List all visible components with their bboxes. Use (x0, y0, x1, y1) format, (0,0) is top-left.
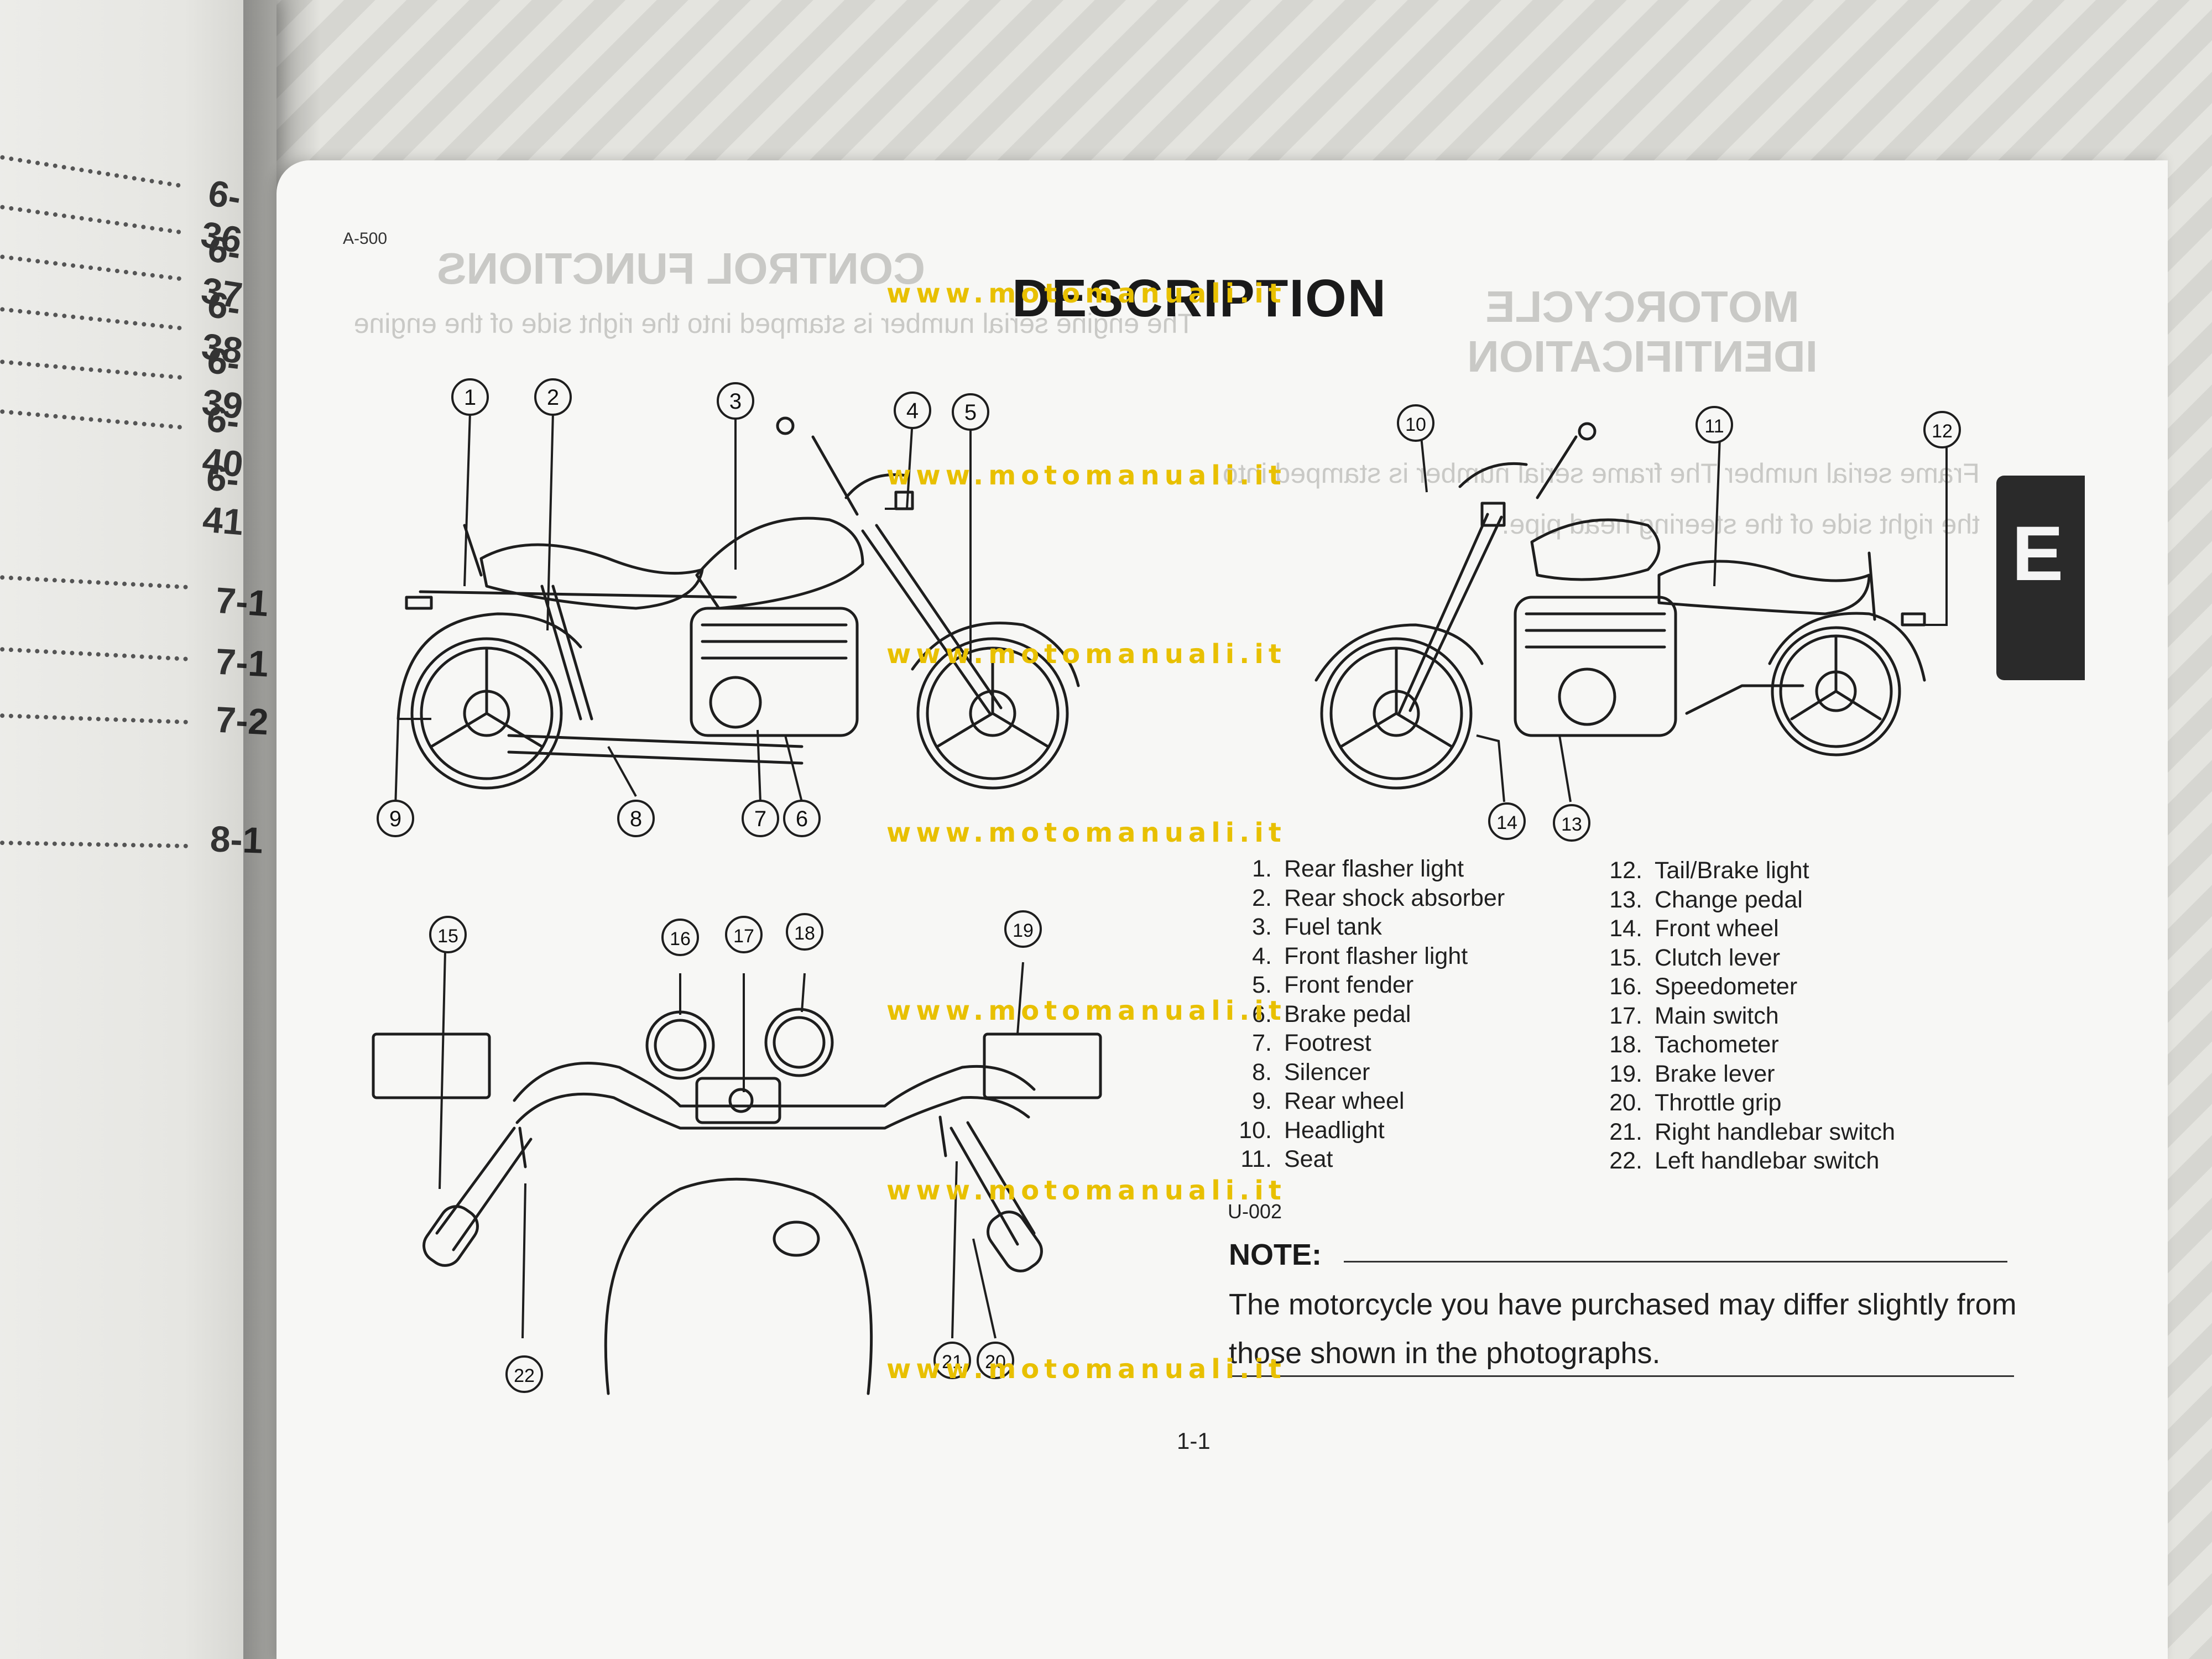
note-code: U-002 (1228, 1200, 1282, 1223)
callout-12 (1923, 411, 1961, 448)
note-rule-top (1344, 1261, 2007, 1262)
callout-5 (952, 393, 989, 431)
callout-label: 2 (547, 385, 559, 410)
callout-label: 20 (985, 1352, 1006, 1373)
list-item: 21.Right handlebar switch (1609, 1118, 1896, 1145)
callout-label: 18 (794, 923, 815, 944)
list-item: 14.Front wheel (1609, 915, 1779, 942)
note-rule-bottom (1229, 1375, 2014, 1377)
callout-1 (451, 378, 489, 416)
left-page: 6-36 6-37 6-38 6-39 6-40 6-41 7-1 7-1 7-… (0, 0, 276, 1659)
list-item: 11.Seat (1240, 1146, 1333, 1172)
parts-list-left: 1.Rear flasher light 2.Rear shock absorb… (1211, 854, 1505, 1174)
list-item: 20.Throttle grip (1609, 1089, 1782, 1116)
callout-7 (742, 800, 779, 837)
callout-3 (717, 382, 754, 420)
parts-list-right: 12.Tail/Brake light 13.Change pedal 14.F… (1582, 856, 1895, 1176)
callout-label: 17 (733, 926, 754, 947)
callout-label: 5 (964, 400, 977, 425)
callout-13 (1553, 804, 1590, 842)
callout-9 (377, 800, 414, 837)
callout-label: 12 (1932, 421, 1953, 442)
motorcycle-right-view (1314, 422, 1926, 790)
section-tab-letter: E (2012, 510, 2064, 597)
callout-label: 6 (796, 807, 808, 831)
list-item: 13.Change pedal (1609, 886, 1803, 913)
callout-20 (977, 1342, 1014, 1379)
callout-label: 21 (942, 1352, 963, 1373)
callout-label: 15 (437, 926, 458, 947)
callout-6 (783, 800, 821, 837)
callout-21 (933, 1342, 971, 1379)
list-item: 12.Tail/Brake light (1609, 857, 1809, 884)
list-item: 7.Footrest (1252, 1030, 1371, 1056)
list-item: 3.Fuel tank (1252, 914, 1382, 940)
page-title: DESCRIPTION (1012, 269, 1387, 328)
callout-14 (1488, 802, 1526, 840)
callout-17 (725, 916, 763, 953)
callout-16 (661, 919, 699, 956)
motorcycle-left-view (397, 416, 1080, 790)
callout-label: 19 (1013, 920, 1034, 941)
list-item: 8.Silencer (1252, 1058, 1370, 1086)
list-item: 18.Tachometer (1609, 1031, 1779, 1058)
callout-label: 10 (1405, 414, 1426, 435)
list-item: 5.Front fender (1252, 972, 1414, 998)
list-item: 17.Main switch (1609, 1002, 1779, 1029)
callout-18 (786, 913, 823, 951)
callout-label: 1 (464, 385, 476, 410)
callout-label: 13 (1561, 814, 1582, 835)
callout-label: 7 (754, 807, 766, 831)
callout-4 (894, 392, 931, 429)
list-item: 9.Rear wheel (1252, 1088, 1405, 1114)
section-tab: E (1996, 476, 2085, 680)
callout-label: 4 (906, 399, 919, 423)
callout-label: 11 (1704, 416, 1724, 437)
callout-19 (1004, 910, 1042, 948)
list-item: 1.Rear flasher light (1252, 855, 1464, 882)
callout-2 (534, 378, 572, 416)
list-item: 16.Speedometer (1609, 973, 1798, 1000)
callout-15 (429, 916, 467, 953)
list-item: 22.Left handlebar switch (1609, 1147, 1880, 1174)
watermark: www.motomanuali.it (886, 278, 1286, 309)
note-text: The motorcycle you have purchased may di… (1229, 1288, 2017, 1370)
callout-8 (617, 800, 655, 837)
callout-label: 8 (630, 807, 642, 831)
list-item: 10.Headlight (1239, 1117, 1385, 1144)
callout-label: 3 (729, 389, 742, 414)
list-item: 2.Rear shock absorber (1252, 884, 1505, 911)
list-item: 19.Brake lever (1609, 1060, 1775, 1087)
list-item: 15.Clutch lever (1609, 944, 1781, 971)
list-item: 4.Front flasher light (1252, 942, 1468, 969)
watermark: www.motomanuali.it (886, 639, 1286, 670)
callout-label: 22 (514, 1365, 535, 1386)
callout-label: 16 (670, 928, 691, 950)
callout-label: 9 (389, 807, 401, 831)
page-code: A-500 (343, 229, 388, 248)
list-item: 6.Brake pedal (1252, 1000, 1411, 1027)
watermark: www.motomanuali.it (886, 460, 1286, 491)
watermark: www.motomanuali.it (886, 1354, 1286, 1385)
callout-22 (505, 1355, 543, 1393)
handlebar-view (372, 1008, 1102, 1395)
callout-11 (1695, 406, 1733, 444)
note-label: NOTE: (1229, 1238, 1322, 1271)
watermark: www.motomanuali.it (886, 995, 1286, 1026)
watermark: www.motomanuali.it (886, 817, 1286, 848)
callout-label: 14 (1496, 812, 1517, 833)
page-number: 1-1 (1177, 1428, 1211, 1454)
callout-10 (1397, 404, 1434, 442)
watermark: www.motomanuali.it (886, 1175, 1286, 1206)
manual-page (276, 160, 2168, 1659)
